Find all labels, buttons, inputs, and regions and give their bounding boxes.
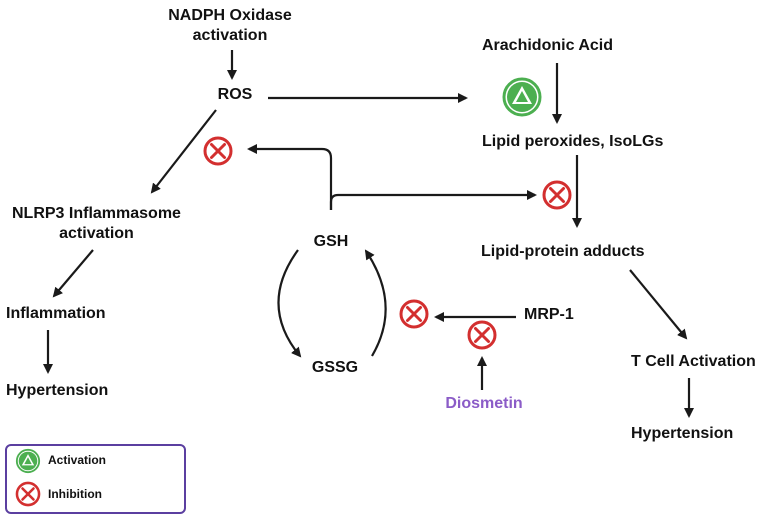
node-ros: ROS <box>217 86 253 103</box>
arrow-nlrp3-to-inflammation <box>52 249 94 298</box>
legend-box <box>5 444 186 514</box>
arrow-gssg-to-gsh <box>364 249 387 357</box>
arrow-adducts-to-tcell <box>629 269 688 340</box>
node-mrp1: MRP-1 <box>524 306 574 323</box>
node-diosmetin: Diosmetin <box>445 395 523 412</box>
inhibition-cross-icon <box>203 136 233 166</box>
activation-triangle-icon <box>502 77 542 117</box>
node-nlrp3-inflammasome: NLRP3 Inflammasome activation <box>12 205 181 242</box>
node-gssg: GSSG <box>311 359 359 376</box>
legend-inhibition-label: Inhibition <box>48 487 102 501</box>
node-t-cell-activation: T Cell Activation <box>631 353 756 370</box>
node-lipid-peroxides: Lipid peroxides, IsoLGs <box>482 133 664 150</box>
arrow-gsh-to-ros-inhibition <box>247 144 333 210</box>
arrow-gsh-to-peroxide-inhibition <box>329 190 537 210</box>
arrow-ros-to-nlrp3 <box>150 109 217 194</box>
node-arachidonic-acid: Arachidonic Acid <box>482 37 613 54</box>
node-hypertension-left: Hypertension <box>6 382 109 399</box>
node-hypertension-right: Hypertension <box>631 425 734 442</box>
inhibition-cross-icon <box>467 320 497 350</box>
inhibition-cross-icon <box>542 180 572 210</box>
legend-activation-label: Activation <box>48 453 107 467</box>
inhibition-cross-icon <box>399 299 429 329</box>
node-lipid-protein-adducts: Lipid-protein adducts <box>481 243 645 260</box>
node-nadph-oxidase: NADPH Oxidase activation <box>168 7 292 44</box>
node-inflammation: Inflammation <box>6 305 106 322</box>
arrow-gsh-to-gssg <box>277 249 302 358</box>
node-gsh: GSH <box>313 233 349 250</box>
